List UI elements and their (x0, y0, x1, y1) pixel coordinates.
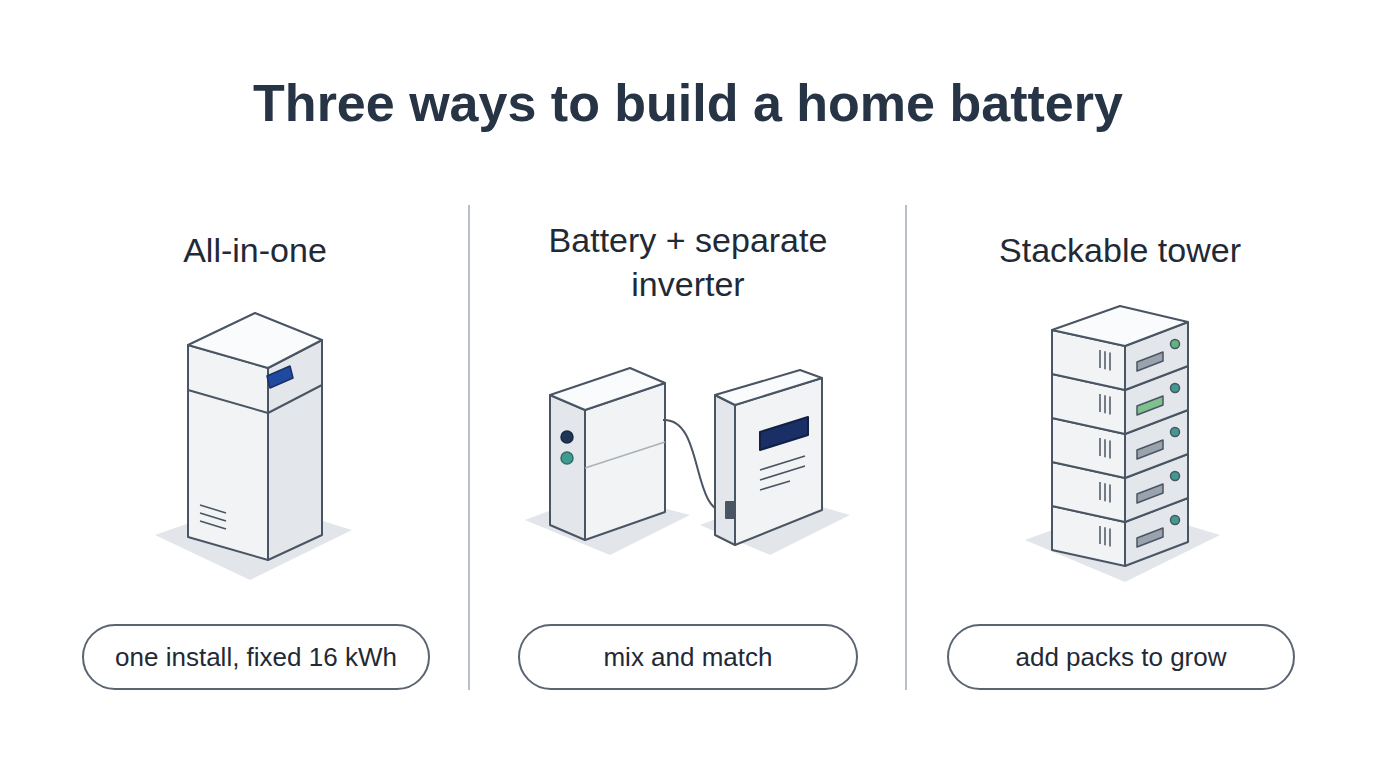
column-heading: Battery + separate inverter (528, 218, 848, 306)
column-divider (905, 205, 907, 690)
pill-text: one install, fixed 16 kWh (115, 642, 397, 673)
all-in-one-unit (155, 313, 352, 580)
pill-text: add packs to grow (1015, 642, 1226, 673)
column-divider (468, 205, 470, 690)
pill-text: mix and match (603, 642, 772, 673)
diagram-title: Three ways to build a home battery (0, 72, 1376, 134)
stackable-tower (1025, 306, 1220, 582)
battery-and-inverter (525, 368, 850, 555)
battery-pack (1052, 306, 1188, 390)
caption-pill: mix and match (518, 624, 858, 690)
caption-pill: add packs to grow (947, 624, 1295, 690)
column-heading: Stackable tower (920, 228, 1320, 272)
caption-pill: one install, fixed 16 kWh (82, 624, 430, 690)
column-heading: All-in-one (55, 228, 455, 272)
